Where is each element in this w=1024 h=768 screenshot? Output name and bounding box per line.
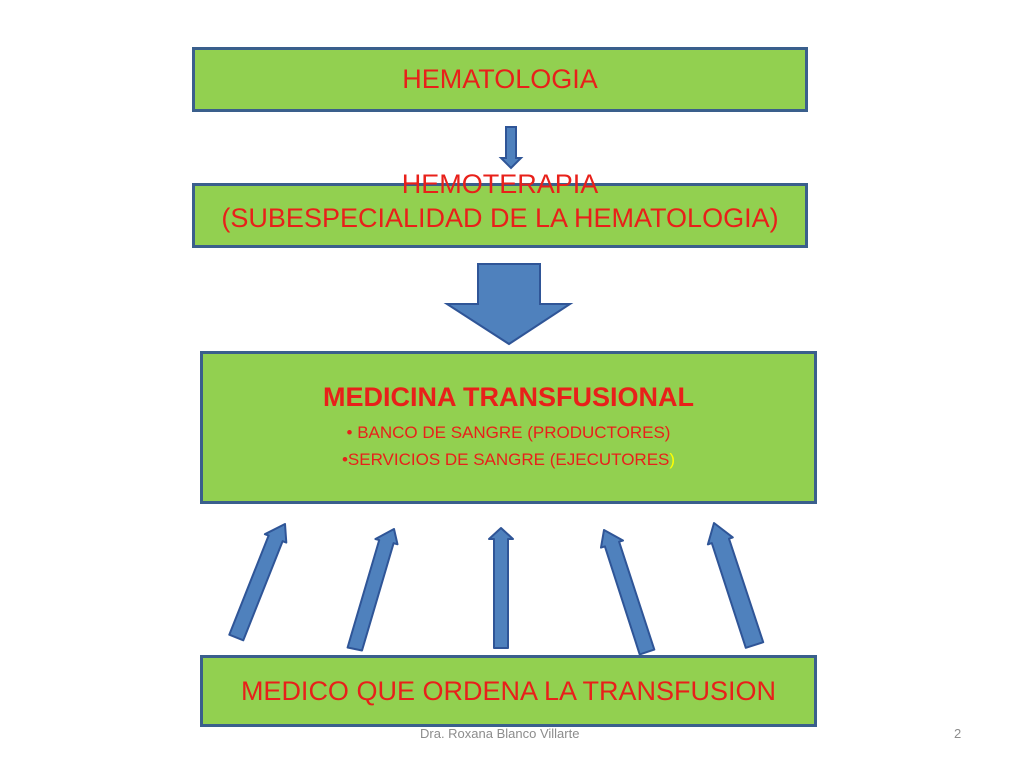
hemoterapia-subtitle: (SUBESPECIALIDAD DE LA HEMATOLOGIA) bbox=[221, 202, 779, 233]
banco-de-sangre-item: • BANCO DE SANGRE (PRODUCTORES) bbox=[346, 422, 671, 442]
footer-author: Dra. Roxana Blanco Villarte bbox=[420, 726, 580, 741]
page-number: 2 bbox=[954, 726, 962, 741]
small-down-arrow bbox=[498, 126, 524, 170]
up-arrow-2 bbox=[346, 528, 399, 652]
up-arrow-3 bbox=[488, 527, 514, 649]
servicios-de-sangre-item: •SERVICIOS DE SANGRE (EJECUTORES) bbox=[342, 446, 675, 473]
medicina-transfusional-box: MEDICINA TRANSFUSIONAL • BANCO DE SANGRE… bbox=[200, 351, 817, 504]
up-arrow-5 bbox=[706, 522, 765, 649]
hematologia-box: HEMATOLOGIA bbox=[192, 47, 808, 112]
up-arrows bbox=[228, 522, 765, 656]
large-down-arrow bbox=[443, 263, 574, 346]
hemoterapia-box: HEMOTERAPIA (SUBESPECIALIDAD DE LA HEMAT… bbox=[192, 169, 808, 248]
up-arrow-1 bbox=[228, 523, 288, 642]
hemoterapia-label: HEMOTERAPIA bbox=[401, 168, 599, 199]
medico-box: MEDICO QUE ORDENA LA TRANSFUSION bbox=[200, 655, 817, 727]
medico-label: MEDICO QUE ORDENA LA TRANSFUSION bbox=[240, 675, 777, 706]
up-arrow-4 bbox=[600, 529, 656, 656]
servicios-de-sangre-text: •SERVICIOS DE SANGRE (EJECUTORES bbox=[341, 450, 670, 469]
medicina-transfusional-title: MEDICINA TRANSFUSIONAL bbox=[323, 381, 694, 412]
hematologia-label: HEMATOLOGIA bbox=[402, 64, 598, 94]
closing-paren: ) bbox=[669, 450, 676, 469]
